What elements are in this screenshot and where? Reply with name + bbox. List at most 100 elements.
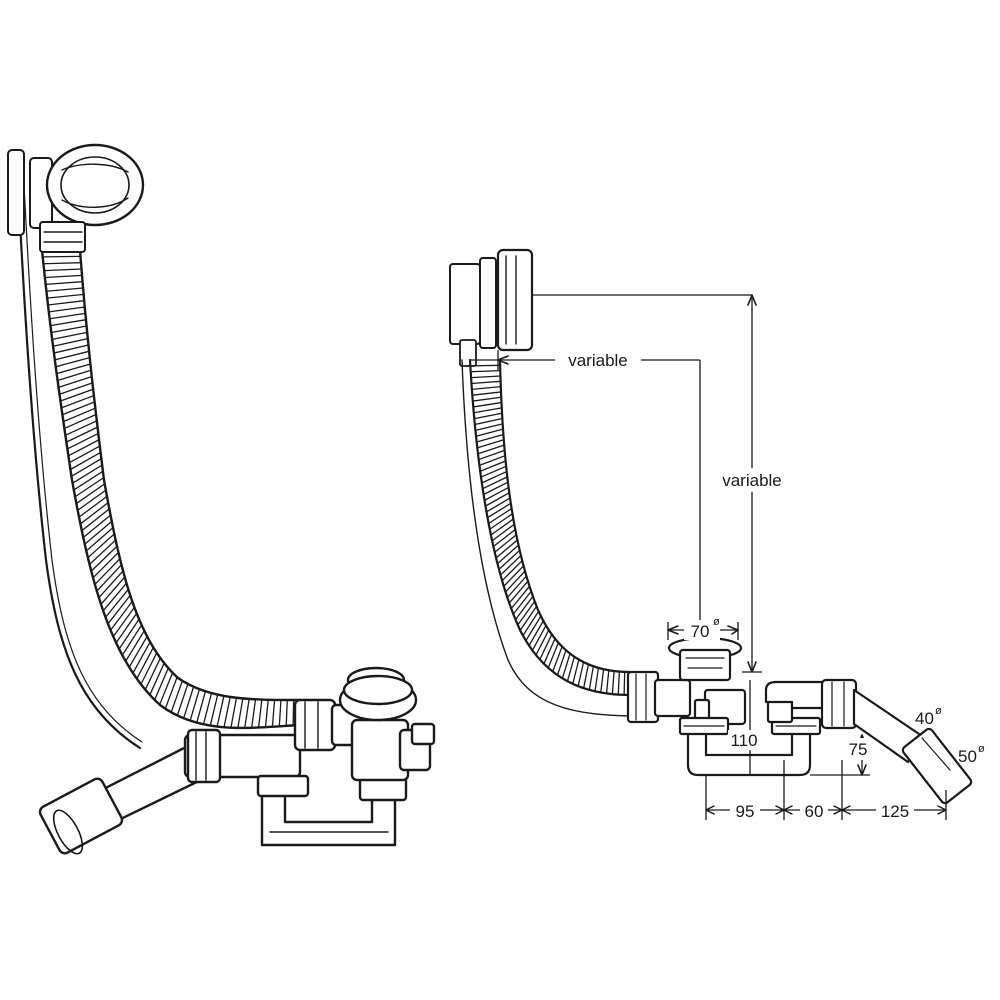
hose-rib — [62, 401, 95, 416]
hose-rib — [472, 391, 502, 396]
label-diameter-70-symbol: ø — [713, 616, 720, 628]
hose-rib — [552, 646, 563, 672]
hose-rib — [112, 606, 135, 637]
hose-rib — [47, 293, 84, 299]
hose-rib — [63, 407, 96, 423]
hose-rib — [474, 412, 503, 420]
hose-rib — [43, 262, 81, 265]
hose-rib — [473, 401, 502, 408]
hose-rib — [189, 689, 201, 721]
hose-rib — [480, 465, 507, 478]
hose-rib — [55, 357, 90, 368]
hose-rib — [82, 514, 111, 538]
hose-rib — [149, 662, 165, 696]
hose-rib — [58, 375, 92, 388]
hose-rib — [278, 699, 282, 727]
hose-rib — [491, 523, 515, 542]
hose-rib — [505, 570, 526, 593]
hose-rib — [78, 495, 108, 518]
hose-rib — [487, 502, 512, 519]
hose-rib — [237, 698, 244, 728]
hose-rib — [492, 529, 516, 548]
hose-rib — [85, 527, 114, 552]
hose-rib — [547, 642, 560, 669]
hose-rib — [539, 634, 553, 660]
hose-rib — [470, 364, 501, 367]
hose-rib — [594, 667, 600, 692]
hose-rib — [107, 594, 131, 625]
hose-rib — [52, 338, 88, 347]
hose-rib — [46, 287, 84, 292]
hose-rib — [77, 489, 107, 511]
control-cable-inner — [23, 184, 143, 743]
hose-rib — [118, 618, 140, 650]
hose-rib — [617, 671, 621, 695]
hose-rib — [96, 564, 122, 592]
hose-rib — [471, 380, 501, 385]
hose-rib — [65, 420, 98, 436]
label-dim-125: 125 — [881, 802, 909, 821]
label-variable-vertical: variable — [722, 471, 782, 490]
dimensioned-side-view: variable variable 70 ø 40 ø 50 ø 110 75 … — [449, 248, 985, 821]
trap-body-icon — [38, 666, 436, 855]
hose-rib — [588, 666, 594, 691]
hose-rib — [474, 417, 503, 426]
hose-rib — [223, 696, 231, 728]
corrugated-hose-right-edge — [78, 248, 302, 702]
hose-rib — [251, 699, 257, 728]
hose-rib — [471, 375, 501, 379]
hose-rib — [477, 444, 505, 455]
perspective-assembly — [7, 143, 436, 855]
hose-rib — [159, 672, 174, 705]
hose-rib — [44, 268, 82, 272]
hose-rib — [59, 382, 93, 395]
side-hose-outer — [468, 358, 632, 697]
side-hose-corrugation-ribs — [470, 359, 631, 695]
hose-rib — [512, 590, 532, 615]
hose-rib — [503, 565, 524, 587]
hose-rib — [479, 460, 506, 472]
hose-rib — [472, 396, 502, 402]
hose-rib — [489, 513, 513, 530]
label-dim-110: 110 — [730, 731, 757, 750]
hose-rib — [611, 671, 615, 695]
hose-rib — [164, 676, 178, 709]
overflow-head-side-icon — [449, 248, 534, 367]
label-diameter-50-symbol: ø — [978, 743, 985, 755]
hose-rib — [72, 464, 103, 484]
hose-rib — [196, 691, 207, 723]
dimension-labels: variable variable 70 ø 40 ø 50 ø 110 75 … — [555, 348, 985, 821]
label-variable-horizontal: variable — [568, 351, 628, 370]
hose-rib — [623, 671, 626, 695]
hose-rib — [531, 625, 547, 651]
hose-rib — [176, 683, 189, 716]
hose-rib — [482, 476, 508, 490]
hose-rib — [478, 449, 505, 461]
hose-rib — [257, 699, 263, 728]
hose-rib — [50, 319, 87, 327]
hose-rib — [500, 555, 522, 576]
hose-rib — [67, 432, 99, 450]
side-hose-inner — [498, 358, 632, 674]
hose-rib — [271, 699, 276, 727]
hose-rib — [170, 680, 183, 713]
hose-rib — [75, 483, 106, 505]
hose-rib — [74, 477, 105, 498]
label-diameter-70: 70 — [691, 622, 710, 641]
label-diameter-40: 40 — [915, 709, 934, 728]
hose-rib — [70, 451, 101, 471]
hose-rib — [140, 652, 158, 685]
hose-rib — [100, 576, 126, 605]
hose-rib — [71, 458, 102, 477]
hose-rib — [522, 610, 540, 636]
hose-corrugation-ribs — [42, 249, 301, 728]
hose-rib — [105, 588, 129, 618]
hose-rib — [605, 670, 610, 694]
hose-rib — [115, 612, 138, 644]
hose-rib — [128, 636, 148, 668]
hose-rib — [519, 606, 538, 631]
hose-rib — [230, 697, 238, 728]
hose-rib — [479, 455, 506, 467]
hose-rib — [47, 300, 85, 306]
